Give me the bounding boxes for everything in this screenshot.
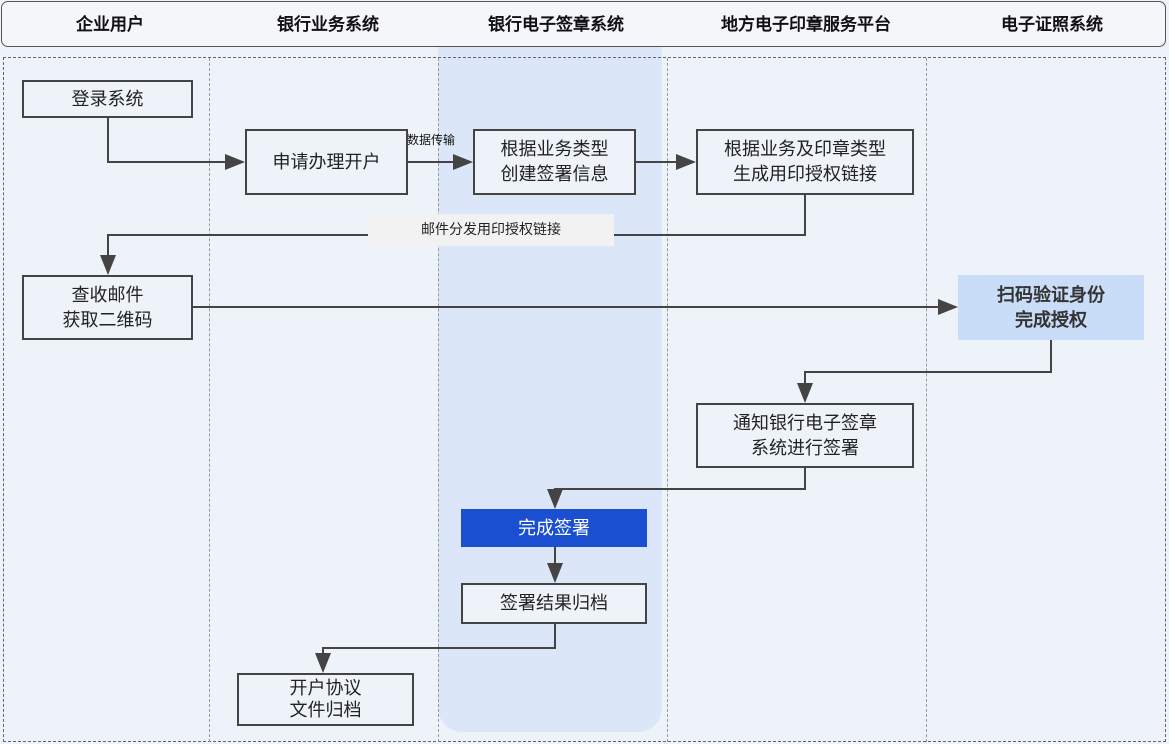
lane-divider (209, 58, 210, 742)
lane-license: 电子证照系统 (1001, 15, 1103, 35)
node-scan: 扫码验证身份 完成授权 (958, 275, 1144, 340)
edge-notify-complete (547, 468, 806, 509)
data-transfer-label: 数据传输 (407, 133, 456, 147)
node-notify: 通知银行电子签章 系统进行签署 (696, 403, 914, 468)
edge-archive-doc (315, 624, 556, 673)
node-check-mail: 查收邮件 获取二维码 (22, 275, 193, 340)
mail-label: 邮件分发用印授权链接 (368, 214, 614, 246)
node-create: 根据业务类型 创建签署信息 (473, 129, 636, 195)
lane-enterprise: 企业用户 (76, 15, 144, 35)
lane-bank-esign: 银行电子签章系统 (488, 15, 624, 35)
lane-divider (438, 58, 439, 742)
node-generate: 根据业务及印章类型 生成用印授权链接 (696, 129, 914, 195)
lane-divider (667, 58, 668, 742)
lane-divider (926, 58, 927, 742)
node-complete: 完成签署 (461, 509, 647, 547)
edge-login-apply (107, 117, 245, 170)
swimlane-frame (3, 57, 1166, 742)
edge-scan-notify (797, 340, 1052, 403)
node-login: 登录系统 (22, 80, 193, 118)
lane-bank-business: 银行业务系统 (277, 15, 379, 35)
lane-header: 企业用户 银行业务系统 银行电子签章系统 地方电子印章服务平台 电子证照系统 (1, 1, 1166, 47)
node-archive-result: 签署结果归档 (461, 583, 647, 624)
node-archive-doc: 开户协议 文件归档 (237, 673, 414, 726)
lane-seal-platform: 地方电子印章服务平台 (721, 15, 891, 35)
node-apply: 申请办理开户 (245, 129, 408, 195)
